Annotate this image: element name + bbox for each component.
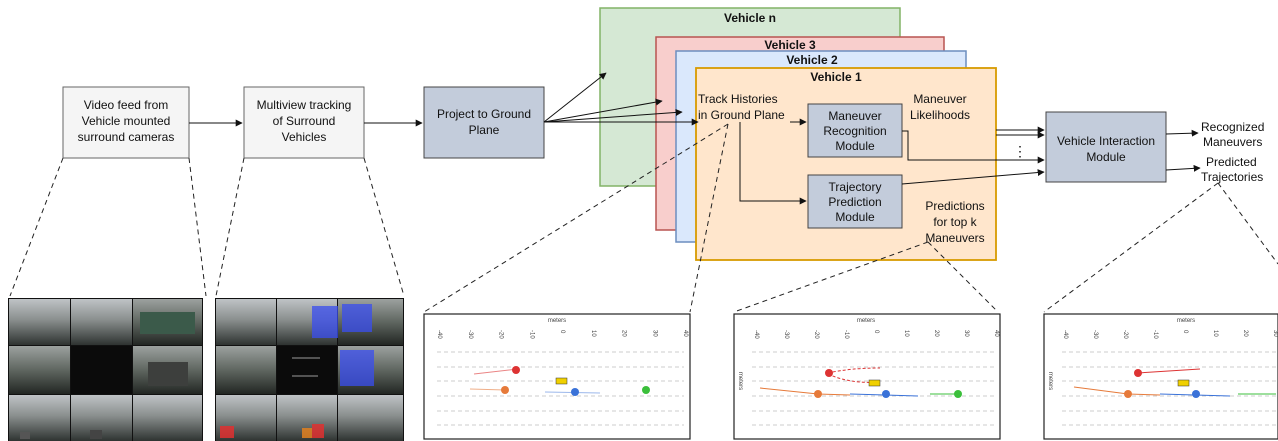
x-tick-label: 10	[590, 330, 596, 337]
maneuver-recognition-box: Maneuver Recognition Module	[807, 103, 903, 158]
plot2-x-ticks: -40 -30 -20 -10 0 10 20 30 40	[753, 330, 999, 339]
video-feed-line-1: Video feed from	[84, 98, 169, 112]
x-tick-label: -10	[528, 330, 534, 339]
x-tick-label: 30	[1272, 330, 1278, 337]
plot-interaction-predictions: meters meters -40 -30 -20 -10 0 10 20 30	[1043, 313, 1278, 440]
vehicle-interaction-line-1: Vehicle Interaction	[1057, 134, 1155, 148]
trajectory-prediction-line-2: Prediction	[828, 195, 881, 209]
plot3-grid	[1062, 351, 1278, 426]
multiview-line-3: Vehicles	[282, 130, 327, 144]
x-tick-label: 10	[1212, 330, 1218, 337]
multiview-line-1: Multiview tracking	[257, 98, 352, 112]
predictions-line-1: Predictions	[925, 199, 984, 213]
x-tick-label: -40	[753, 330, 759, 339]
x-tick-label: -20	[1122, 330, 1128, 339]
x-tick-label: -40	[1062, 330, 1068, 339]
video-feed-line-2: Vehicle mounted	[82, 114, 171, 128]
trajectory-prediction-line-1: Trajectory	[829, 180, 882, 194]
vehicle-2-title: Vehicle 2	[786, 53, 838, 67]
project-line-1: Project to Ground	[437, 107, 531, 121]
multiview-line-2: of Surround	[273, 114, 336, 128]
plot-maneuver-predictions: meters meters -40 -30 -20 -10 0 10 20 30 40	[733, 313, 1001, 440]
plot3-x-ticks: -40 -30 -20 -10 0 10 20 30	[1062, 330, 1278, 339]
x-tick-label: -20	[813, 330, 819, 339]
x-tick-label: 20	[621, 330, 627, 337]
x-tick-label: -30	[1092, 330, 1098, 339]
zoom-lines	[9, 123, 1278, 313]
recognized-line-2: Maneuvers	[1203, 135, 1262, 149]
vehicle-3-title: Vehicle 3	[764, 38, 816, 52]
maneuver-likelihoods-line-1: Maneuver	[913, 92, 966, 106]
video-feed-box: Video feed from Vehicle mounted surround…	[62, 86, 190, 159]
flow-arrows	[189, 72, 1201, 205]
ellipsis: ⋮	[1013, 143, 1027, 159]
x-tick-label: 40	[682, 330, 688, 337]
plot1-x-ticks: -40 -30 -20 -10 0 10 20 30 40	[436, 330, 688, 339]
x-tick-label: -30	[467, 330, 473, 339]
predicted-line-2: Trajectories	[1201, 170, 1263, 184]
plot2-y-axis-label: meters	[737, 372, 743, 390]
vehicle-1-title: Vehicle 1	[810, 70, 862, 84]
x-tick-label: 0	[1182, 330, 1188, 334]
multiview-box: Multiview tracking of Surround Vehicles	[243, 86, 365, 159]
plot-track-histories: meters -40 -30 -20 -10 0 10 20 30 40	[423, 313, 691, 440]
maneuver-recognition-line-2: Recognition	[823, 124, 886, 138]
tracking-mosaic	[215, 298, 404, 441]
camera-mosaic	[8, 298, 203, 441]
x-tick-label: 20	[933, 330, 939, 337]
plot3-y-axis-label: meters	[1047, 372, 1053, 390]
predictions-line-3: Maneuvers	[925, 231, 984, 245]
x-tick-label: 40	[993, 330, 999, 337]
x-tick-label: 30	[651, 330, 657, 337]
maneuver-recognition-line-3: Module	[835, 139, 875, 153]
x-tick-label: 0	[559, 330, 565, 334]
plot1-x-axis-label: meters	[548, 318, 566, 324]
x-tick-label: -10	[1152, 330, 1158, 339]
predictions-line-2: for top k	[933, 215, 977, 229]
x-tick-label: -40	[436, 330, 442, 339]
x-tick-label: -30	[783, 330, 789, 339]
plot3-x-axis-label: meters	[1177, 318, 1195, 324]
x-tick-label: 10	[903, 330, 909, 337]
project-line-2: Plane	[469, 123, 500, 137]
track-histories-line-1: Track Histories	[698, 92, 778, 106]
plot2-x-axis-label: meters	[857, 318, 875, 324]
project-box: Project to Ground Plane	[423, 86, 545, 159]
maneuver-likelihoods-line-2: Likelihoods	[910, 108, 970, 122]
x-tick-label: 30	[963, 330, 969, 337]
x-tick-label: 20	[1242, 330, 1248, 337]
recognized-line-1: Recognized	[1201, 120, 1264, 134]
x-tick-label: 0	[873, 330, 879, 334]
track-histories-line-2: in Ground Plane	[698, 108, 785, 122]
video-feed-line-3: surround cameras	[78, 130, 175, 144]
x-tick-label: -10	[843, 330, 849, 339]
vehicle-n-title: Vehicle n	[724, 11, 776, 25]
predicted-line-1: Predicted	[1206, 155, 1257, 169]
vehicle-interaction-box: Vehicle Interaction Module	[1045, 111, 1167, 183]
trajectory-prediction-line-3: Module	[835, 210, 875, 224]
x-tick-label: -20	[498, 330, 504, 339]
plot1-grid	[437, 351, 684, 426]
trajectory-prediction-box: Trajectory Prediction Module	[807, 174, 903, 229]
maneuver-recognition-line-1: Maneuver	[828, 109, 881, 123]
vehicle-interaction-line-2: Module	[1086, 150, 1126, 164]
